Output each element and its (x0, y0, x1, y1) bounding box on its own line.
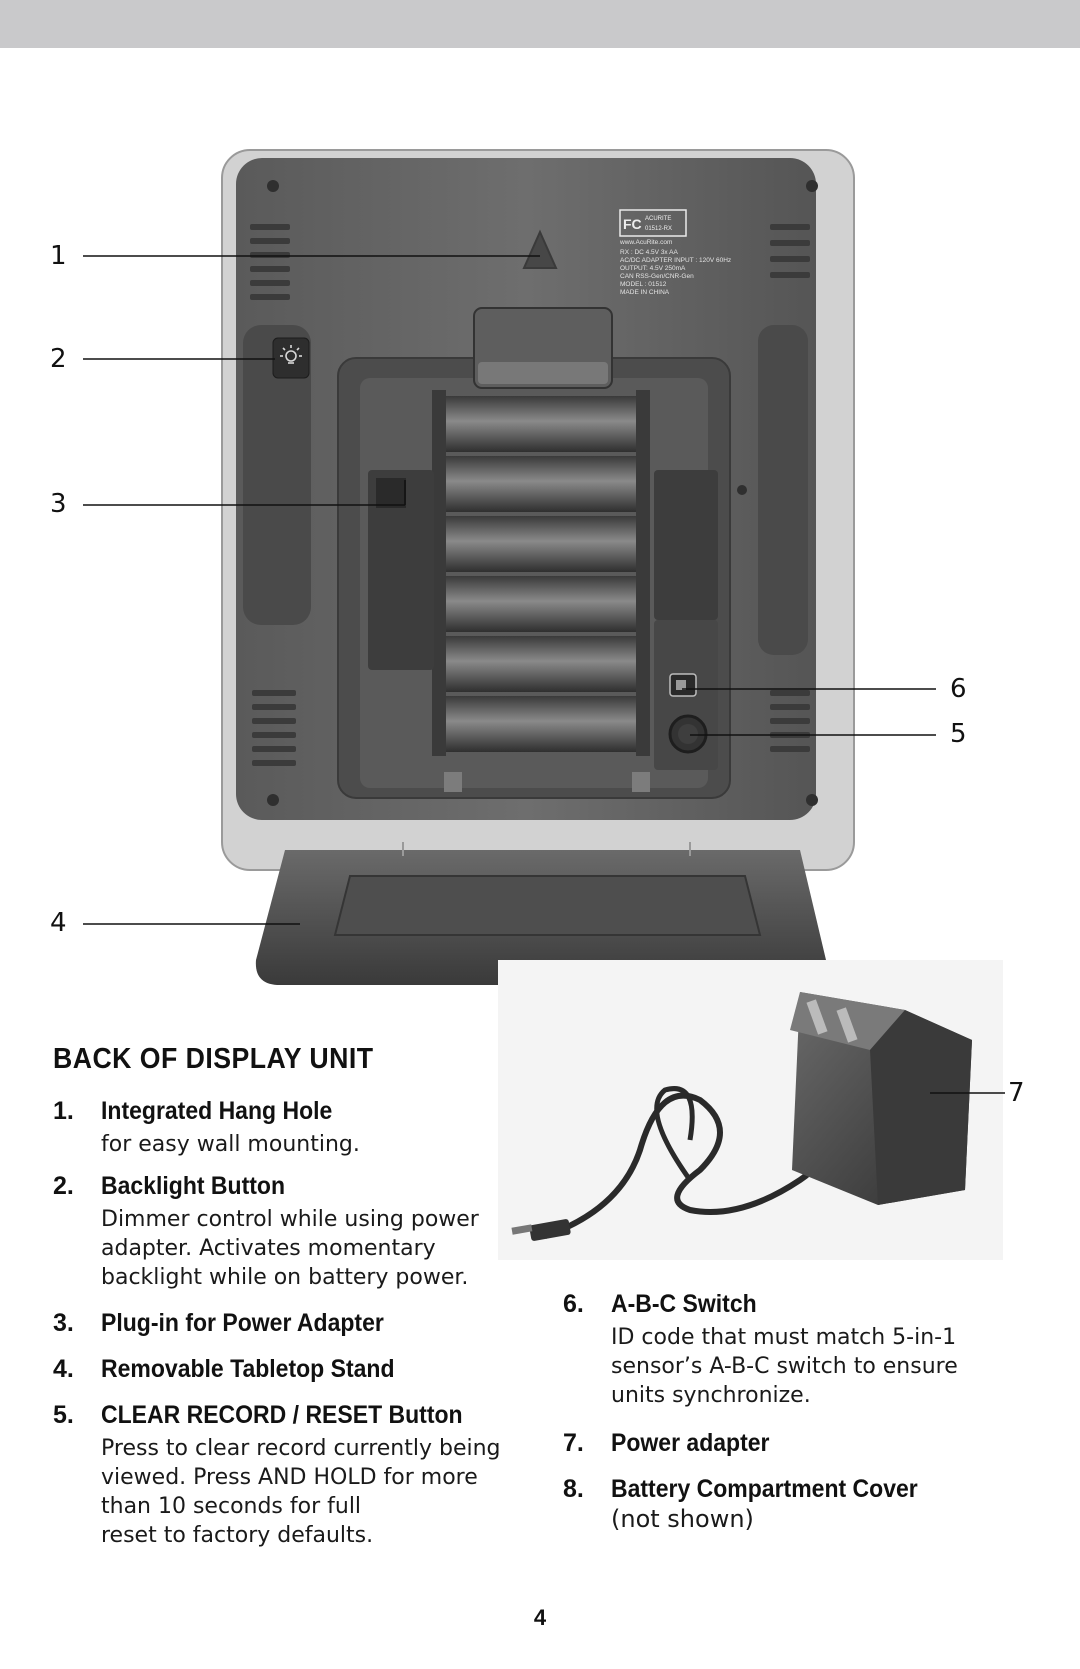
callout-4: 4 (50, 908, 67, 938)
svg-text:AC/DC ADAPTER INPUT : 120V 60H: AC/DC ADAPTER INPUT : 120V 60Hz (620, 257, 731, 264)
item-heading: Removable Tabletop Stand (101, 1355, 395, 1383)
svg-text:FC: FC (623, 216, 642, 232)
item-number: 5. (53, 1401, 74, 1429)
vent-bottom-left (252, 690, 296, 766)
item-description: Press to clear record currently being vi… (101, 1436, 501, 1548)
item-heading: Battery Compartment Cover (611, 1475, 918, 1503)
section-title: BACK OF DISPLAY UNIT (53, 1043, 374, 1075)
item-number: 2. (53, 1172, 74, 1200)
item-number: 4. (53, 1355, 74, 1383)
item-description: ID code that must match 5-in-1 sensor’s … (611, 1325, 958, 1408)
svg-text:www.AcuRite.com: www.AcuRite.com (619, 239, 672, 246)
item-number: 8. (563, 1475, 584, 1503)
page-number: 4 (533, 1605, 547, 1630)
item-number: 7. (563, 1429, 584, 1457)
svg-text:MODEL : 01512: MODEL : 01512 (620, 281, 667, 288)
callout-6: 6 (950, 674, 967, 704)
svg-text:ACURITE: ACURITE (645, 216, 671, 222)
item-description: (not shown) (611, 1505, 754, 1533)
svg-text:CAN RSS-Gen/CNR-Gen: CAN RSS-Gen/CNR-Gen (620, 273, 694, 280)
compliance-label: FC ACURITE 01512-RX www.AcuRite.com RX :… (619, 209, 731, 296)
callout-7: 7 (1008, 1078, 1025, 1108)
svg-text:RX : DC 4.5V 3x AA: RX : DC 4.5V 3x AA (620, 249, 678, 256)
display-unit-back-illustration: FC ACURITE 01512-RX www.AcuRite.com RX :… (83, 149, 1005, 1260)
item-heading: Backlight Button (101, 1172, 285, 1200)
item-heading: Power adapter (611, 1429, 770, 1457)
svg-text:OUTPUT: 4.5V 250mA: OUTPUT: 4.5V 250mA (620, 265, 686, 272)
svg-text:01512-RX: 01512-RX (645, 226, 672, 232)
item-heading: CLEAR RECORD / RESET Button (101, 1401, 463, 1429)
vent-top-right (770, 224, 810, 278)
callout-1: 1 (50, 241, 67, 271)
item-number: 6. (563, 1290, 584, 1318)
backlight-button (272, 337, 310, 379)
item-description: Dimmer control while using power adapter… (101, 1207, 479, 1290)
callout-3: 3 (50, 489, 67, 519)
item-number: 1. (53, 1097, 74, 1125)
power-adapter-illustration (498, 960, 1003, 1260)
item-number: 3. (53, 1309, 74, 1337)
power-jack (368, 470, 434, 670)
item-description: for easy wall mounting. (101, 1132, 360, 1157)
callout-5: 5 (950, 719, 967, 749)
top-gray-band (0, 0, 1080, 48)
battery-cells (436, 396, 646, 752)
hang-hole (522, 229, 558, 269)
item-heading: Integrated Hang Hole (101, 1097, 333, 1125)
svg-text:MADE IN CHINA: MADE IN CHINA (620, 289, 670, 296)
item-heading: A-B-C Switch (611, 1290, 757, 1318)
item-heading: Plug-in for Power Adapter (101, 1309, 384, 1337)
callout-2: 2 (50, 344, 67, 374)
